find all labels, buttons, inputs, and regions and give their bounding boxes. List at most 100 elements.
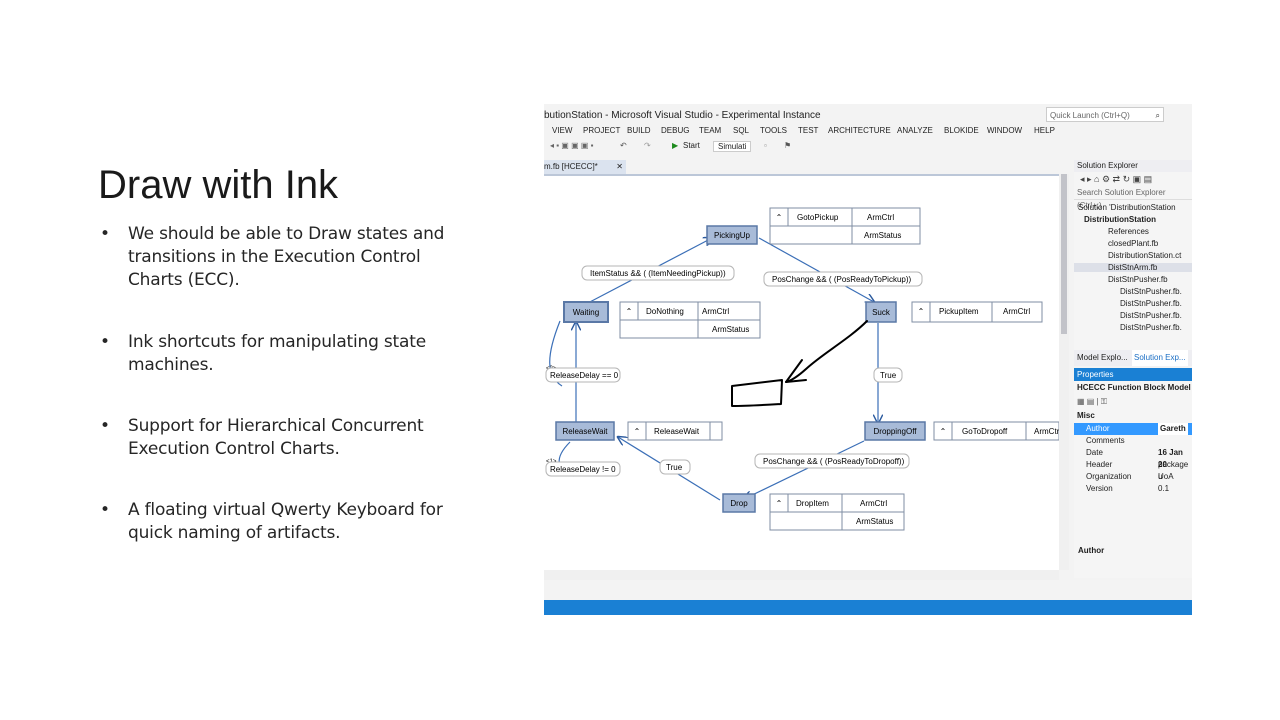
transition-label[interactable]: True xyxy=(880,371,897,380)
redo-icon[interactable]: ↷ xyxy=(644,141,651,150)
vertical-scrollbar[interactable] xyxy=(1059,174,1069,570)
action-output: ArmCtrl xyxy=(1003,307,1030,316)
state-label: Waiting xyxy=(573,308,599,317)
state-drop[interactable]: Drop ⌃ DropItem ArmCtrl ArmStatus xyxy=(722,493,905,531)
property-row[interactable]: Organization UoA xyxy=(1074,471,1192,483)
close-icon[interactable]: ✕ xyxy=(616,162,623,171)
solution-explorer-title: Solution Explorer xyxy=(1074,160,1192,172)
menu-help[interactable]: HELP xyxy=(1034,126,1055,135)
bullet-item: A floating virtual Qwerty Keyboard for q… xyxy=(100,499,470,545)
properties-panel: Properties HCECC Function Block Model ▦ … xyxy=(1074,368,1192,578)
action-output: ArmStatus xyxy=(856,517,893,526)
solution-explorer-toolbar[interactable]: ◂ ▸ ⌂ ⚙ ⇄ ↻ ▣ ▤ xyxy=(1080,174,1153,184)
config-select[interactable]: Simulati xyxy=(713,141,752,152)
tree-item[interactable]: DistributionStation.ct xyxy=(1108,251,1182,260)
chevron-up-icon: ⌃ xyxy=(634,427,641,436)
tree-item[interactable]: closedPlant.fb xyxy=(1108,239,1159,248)
transition-label[interactable]: PosChange && ( (PosReadyToDropoff)) xyxy=(763,457,905,466)
property-key: Comments xyxy=(1086,436,1125,445)
tree-item[interactable]: DistributionStation xyxy=(1084,215,1156,224)
property-value: 16 Jan 20 xyxy=(1158,448,1183,469)
menu-build[interactable]: BUILD xyxy=(627,126,651,135)
menu-debug[interactable]: DEBUG xyxy=(661,126,690,135)
property-row[interactable]: Author Gareth xyxy=(1074,423,1192,435)
action-output: ArmCtrl xyxy=(867,213,894,222)
property-row[interactable]: Comments xyxy=(1074,435,1192,447)
action-output: ArmCtrl xyxy=(702,307,729,316)
properties-category: Misc xyxy=(1077,411,1095,420)
start-button[interactable]: Start xyxy=(683,141,700,150)
state-releasewait[interactable]: ReleaseWait ⌃ ReleaseWait xyxy=(555,421,723,441)
menu-project[interactable]: PROJECT xyxy=(583,126,621,135)
property-key: Version xyxy=(1086,484,1113,493)
transition-label[interactable]: True xyxy=(666,463,683,472)
menu-team[interactable]: TEAM xyxy=(699,126,722,135)
document-tab[interactable]: m.fb [HCECC]* ✕ xyxy=(544,160,626,174)
search-icon: ⌕ xyxy=(1155,111,1160,120)
tree-item[interactable]: References xyxy=(1108,227,1149,236)
property-row[interactable]: Date 16 Jan 20 xyxy=(1074,447,1192,469)
tree-item[interactable]: DistStnPusher.fb xyxy=(1108,275,1168,284)
solution-search-input[interactable]: Search Solution Explorer (Ctrl+;) xyxy=(1074,186,1192,210)
menu-sql[interactable]: SQL xyxy=(733,126,750,135)
quick-launch-input[interactable]: Quick Launch (Ctrl+Q) ⌕ xyxy=(1046,107,1164,122)
tree-item[interactable]: DistStnPusher.fb. xyxy=(1120,299,1182,308)
ink-strokes xyxy=(731,320,868,407)
state-pickingup[interactable]: PickingUp ⌃ GotoPickup ArmCtrl ArmStatus xyxy=(706,207,921,245)
scroll-thumb[interactable] xyxy=(1061,174,1067,334)
tree-item[interactable]: Solution 'DistributionStation xyxy=(1078,203,1176,212)
menu-blokide[interactable]: BLOKIDE xyxy=(944,126,979,135)
tab-model-explorer[interactable]: Model Explo... xyxy=(1077,353,1128,362)
properties-object: HCECC Function Block Model xyxy=(1077,383,1191,392)
quick-launch-placeholder: Quick Launch (Ctrl+Q) xyxy=(1050,111,1130,120)
property-key: Header xyxy=(1086,460,1113,469)
chevron-up-icon: ⌃ xyxy=(626,307,633,316)
action-algorithm: DropItem xyxy=(796,499,829,508)
tree-item[interactable]: DistStnPusher.fb. xyxy=(1120,311,1182,320)
property-key: Organization xyxy=(1086,472,1132,481)
state-suck[interactable]: Suck ⌃ PickupItem ArmCtrl xyxy=(865,301,1043,323)
document-tab-label: m.fb [HCECC]* xyxy=(544,162,598,171)
menu-test[interactable]: TEST xyxy=(798,126,819,135)
horizontal-scrollbar[interactable] xyxy=(544,570,1059,580)
debug-target-icon[interactable]: ⚑ xyxy=(784,141,792,150)
transition-label[interactable]: ReleaseDelay == 0 xyxy=(550,371,619,380)
menu-architecture[interactable]: ARCHITECTURE xyxy=(828,126,891,135)
transition-label[interactable]: ReleaseDelay != 0 xyxy=(550,465,616,474)
toolbar-icons[interactable]: ◂ ▪ ▣ ▣ ▣ ▪ xyxy=(550,141,594,150)
undo-icon[interactable]: ↶ xyxy=(620,141,627,150)
state-droppingoff[interactable]: DroppingOff ⌃ GoToDropoff ArmCtrl xyxy=(864,421,1059,441)
action-algorithm: ReleaseWait xyxy=(654,427,700,436)
tree-item[interactable]: DistStnPusher.fb. xyxy=(1120,323,1182,332)
tree-item[interactable]: DistStnArm.fb xyxy=(1074,263,1192,272)
menu-window[interactable]: WINDOW xyxy=(987,126,1023,135)
status-bar xyxy=(544,600,1192,615)
property-key: Author xyxy=(1086,424,1110,433)
transition-label[interactable]: ItemStatus && ( (ItemNeedingPickup)) xyxy=(590,269,726,278)
attach-icon[interactable]: ▫ xyxy=(764,141,767,150)
toolbar: ◂ ▪ ▣ ▣ ▣ ▪ ↶ ↷ ▶ Start Simulati ▫ ⚑ xyxy=(544,138,1192,154)
panel-tabs: Model Explo... Solution Exp... xyxy=(1074,350,1192,366)
property-row[interactable]: Version 0.1 xyxy=(1074,483,1192,495)
property-value: UoA xyxy=(1158,472,1174,481)
tab-solution-explorer[interactable]: Solution Exp... xyxy=(1132,350,1188,366)
menu-tools[interactable]: TOOLS xyxy=(760,126,787,135)
ecc-diagram: PickingUp ⌃ GotoPickup ArmCtrl ArmStatus… xyxy=(545,207,1059,531)
ecc-diagram-canvas[interactable]: PickingUp ⌃ GotoPickup ArmCtrl ArmStatus… xyxy=(544,174,1059,572)
state-label: DroppingOff xyxy=(874,427,918,436)
action-output: ArmStatus xyxy=(712,325,749,334)
transition-label[interactable]: PosChange && ( (PosReadyToPickup)) xyxy=(772,275,912,284)
action-output: ArmCtrl xyxy=(860,499,887,508)
tree-item[interactable]: DistStnPusher.fb. xyxy=(1120,287,1182,296)
action-algorithm: PickupItem xyxy=(939,307,979,316)
play-icon[interactable]: ▶ xyxy=(672,141,679,150)
state-waiting[interactable]: Waiting ⌃ DoNothing ArmCtrl ArmStatus xyxy=(563,301,761,339)
property-row[interactable]: Header package u xyxy=(1074,459,1192,481)
property-value: 0.1 xyxy=(1158,484,1170,493)
bullet-item: Ink shortcuts for manipulating state mac… xyxy=(100,331,470,377)
chevron-up-icon: ⌃ xyxy=(776,213,783,222)
action-algorithm: GotoPickup xyxy=(797,213,839,222)
menu-analyze[interactable]: ANALYZE xyxy=(897,126,933,135)
menu-view[interactable]: VIEW xyxy=(552,126,573,135)
properties-toolbar[interactable]: ▦ ▤ | ⚿ xyxy=(1077,397,1107,406)
